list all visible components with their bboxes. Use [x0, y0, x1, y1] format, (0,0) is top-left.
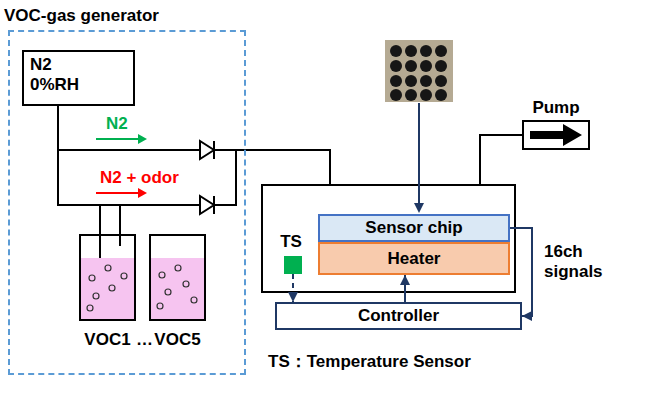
node-text: Controller: [358, 306, 439, 326]
signal-label: 16ch signals: [544, 242, 612, 281]
node-text: VOC1: [84, 330, 130, 350]
flow-label: N2 + odor: [100, 168, 179, 188]
voc-bottle: VOC1: [80, 235, 135, 320]
photo-arrow: [414, 103, 424, 213]
controller-box: Controller: [275, 302, 522, 330]
node-text: N2 0%RH: [24, 52, 98, 97]
test-chamber: [262, 185, 515, 292]
sensor-chip-photo: [385, 40, 453, 102]
voc-bottle: VOC5: [150, 235, 205, 320]
node-text: Pump: [532, 98, 579, 118]
check-valve: [200, 141, 214, 214]
node-text: Heater: [388, 249, 441, 269]
sensor-chip-box: Sensor chip: [318, 214, 510, 242]
voc-bottle-drawing: [80, 235, 205, 320]
legend-note: TS：Temperature Sensor: [268, 352, 471, 372]
ellipsis-label: …: [136, 330, 153, 350]
connector: [404, 275, 406, 302]
node-text: VOC-gas generator: [4, 6, 159, 26]
node-text: VOC5: [154, 330, 200, 350]
gas-source-box: N2 0%RH: [22, 50, 135, 106]
node-text: Sensor chip: [365, 218, 462, 238]
generator-region: VOC-gas generatorN2 0%RHVOC1VOC5: [8, 30, 246, 375]
pump-arrow: [530, 124, 582, 146]
heater-box: Heater: [318, 242, 510, 275]
connector: [58, 106, 100, 235]
connector: [292, 274, 294, 302]
flow-arrow: [96, 134, 147, 198]
node-text: TS: [280, 232, 302, 252]
temperature-sensor: TS: [284, 256, 302, 274]
flow-label: N2: [106, 114, 128, 134]
pump-box: Pump: [522, 120, 590, 150]
